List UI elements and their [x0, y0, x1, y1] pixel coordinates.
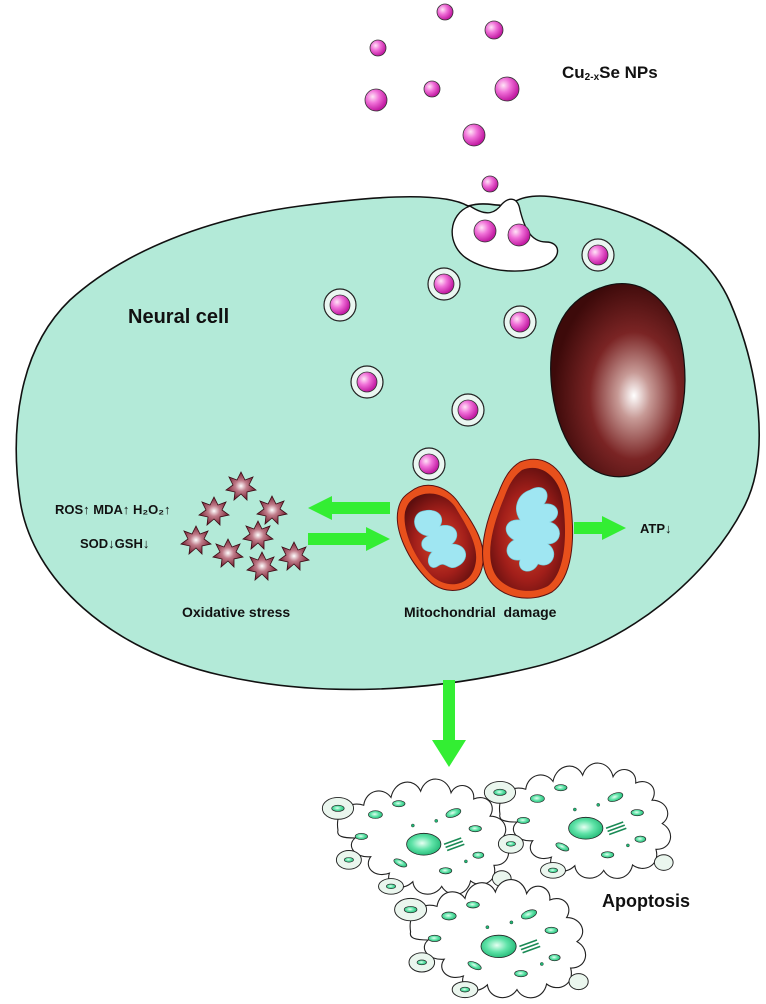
- arrow-left-to-oxidative-stress: [308, 496, 390, 520]
- nanoparticle: [473, 219, 497, 243]
- arrow-right-to-mitochondria: [308, 527, 390, 551]
- vesicle-nanoparticle: [451, 393, 485, 427]
- apoptotic-cell: [483, 762, 674, 880]
- vesicle-nanoparticle: [427, 267, 461, 301]
- arrows: [308, 496, 626, 767]
- antioxidant-markers-down: SOD↓GSH↓: [80, 536, 149, 551]
- nanoparticle: [462, 123, 486, 147]
- nanoparticle: [423, 80, 441, 98]
- nanoparticle-label: Cu2-xSe NPs: [562, 63, 658, 83]
- vesicle-nanoparticle: [323, 288, 357, 322]
- atp-label: ATP↓: [640, 521, 672, 536]
- nanoparticle: [484, 20, 504, 40]
- nanoparticle: [494, 76, 520, 102]
- vesicle-nanoparticle: [412, 447, 446, 481]
- endocytic-vesicle: [451, 198, 559, 272]
- nanoparticle: [481, 175, 499, 193]
- nanoparticle: [436, 3, 454, 21]
- apoptotic-cells: [321, 762, 674, 999]
- nanoparticle: [507, 223, 531, 247]
- oxidative-markers-up: ROS↑ MDA↑ H₂O₂↑: [55, 502, 171, 517]
- apoptosis-label: Apoptosis: [602, 891, 690, 911]
- nanoparticle: [364, 88, 388, 112]
- arrow-down-to-apoptosis: [432, 680, 466, 767]
- internalized-nanoparticles: [323, 238, 615, 481]
- vesicle-nanoparticle: [581, 238, 615, 272]
- apoptotic-cell: [393, 878, 590, 999]
- mitochondrion-left: [396, 484, 484, 591]
- mitochondrion-right: [482, 458, 574, 599]
- nanoparticle: [369, 39, 387, 57]
- neural-cell-label: Neural cell: [128, 306, 229, 328]
- vesicle-nanoparticle: [503, 305, 537, 339]
- nucleus: [550, 283, 686, 478]
- free-nanoparticles: [364, 3, 520, 193]
- oxidative-stress-label: Oxidative stress: [182, 604, 290, 620]
- vesicle-nanoparticle: [350, 365, 384, 399]
- apoptotic-cell: [321, 778, 512, 896]
- arrow-right-to-atp: [574, 516, 626, 540]
- mitochondrial-damage-label: Mitochondrial damage: [404, 604, 557, 620]
